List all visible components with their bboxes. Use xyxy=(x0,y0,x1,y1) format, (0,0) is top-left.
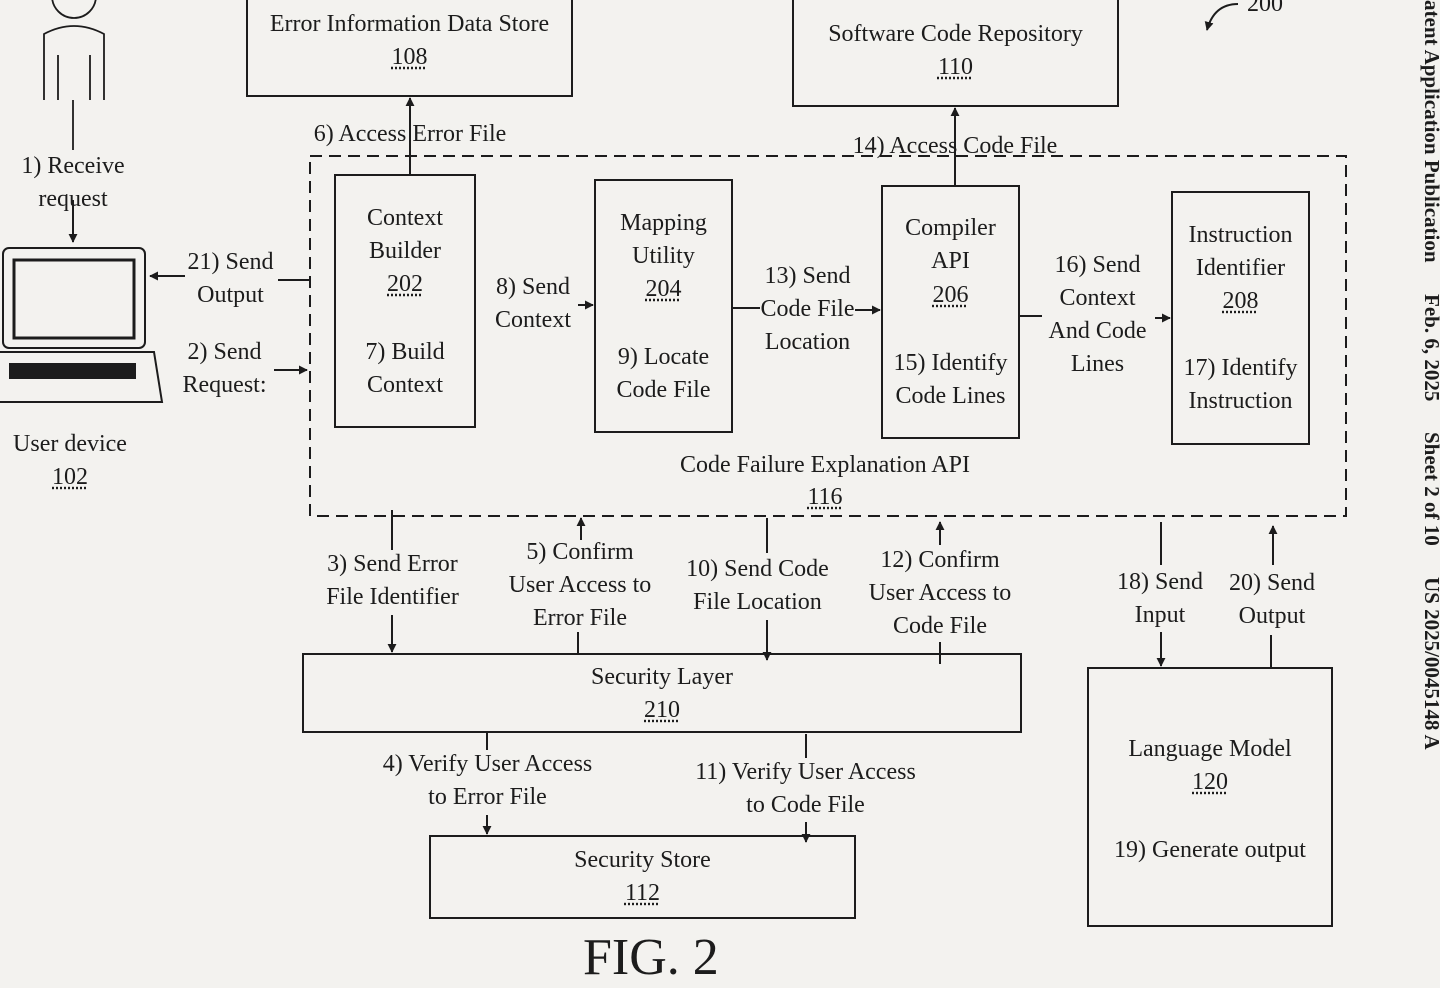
step-16-line-4: Lines xyxy=(1070,351,1125,377)
step-12-line-3: Code File xyxy=(893,613,987,639)
step-11-line-1: 11) Verify User Access xyxy=(695,759,916,785)
step-5-line-3: Error File xyxy=(533,605,627,631)
figure-ref: 200 xyxy=(1247,0,1283,17)
publication-date: Feb. 6, 2025 xyxy=(1420,293,1440,402)
step-2-line-1: 2) Send xyxy=(187,339,262,365)
compiler-api-box xyxy=(881,185,1020,439)
mapping-utility-ref: 204 xyxy=(645,276,682,302)
error-store-title: Error Information Data Store xyxy=(269,11,550,37)
step-20-line-2: Output xyxy=(1238,603,1306,629)
step-12-line-1: 12) Confirm xyxy=(880,547,1000,573)
step-3-line-2: File Identifier xyxy=(326,584,459,610)
step-16-line-1: 16) Send xyxy=(1054,252,1141,278)
language-model-box xyxy=(1087,667,1333,927)
step-21-line-2: Output xyxy=(197,282,264,308)
context-builder-title-1: Context xyxy=(367,205,443,231)
context-builder-box xyxy=(334,174,476,428)
compiler-api-title-1: Compiler xyxy=(905,215,996,241)
instruction-identifier-ref: 208 xyxy=(1222,288,1259,314)
step-13-line-1: 13) Send xyxy=(764,263,851,289)
code-repo-ref: 110 xyxy=(937,54,974,80)
step-1-line-1: 1) Receive xyxy=(21,153,125,179)
step-8-line-2: Context xyxy=(495,307,571,333)
user-device-ref: 102 xyxy=(52,464,88,490)
security-layer-title: Security Layer xyxy=(591,664,733,690)
instruction-identifier-title-2: Identifier xyxy=(1195,255,1286,281)
step-1-line-2: request xyxy=(38,186,108,212)
step-18-line-2: Input xyxy=(1134,602,1186,628)
user-device-title: User device xyxy=(13,431,127,457)
security-layer-ref: 210 xyxy=(644,697,680,723)
security-store-ref: 112 xyxy=(624,880,661,906)
step-11-line-2: to Code File xyxy=(746,792,865,818)
language-model-step: 19) Generate output xyxy=(1114,837,1306,863)
laptop-icon xyxy=(0,247,164,403)
compiler-api-title-2: API xyxy=(931,248,970,274)
api-container-box xyxy=(309,155,1347,517)
step-21-line-1: 21) Send xyxy=(187,249,274,275)
sheet-number: Sheet 2 of 10 xyxy=(1420,432,1440,547)
context-builder-ref: 202 xyxy=(387,271,423,297)
compiler-api-step-1: 15) Identify xyxy=(893,350,1008,376)
language-model-ref: 120 xyxy=(1192,769,1228,795)
compiler-api-ref: 206 xyxy=(932,282,969,308)
publication-number: US 2025/0045148 A xyxy=(1420,577,1440,751)
step-20-line-1: 20) Send xyxy=(1229,570,1315,596)
instruction-identifier-title-1: Instruction xyxy=(1188,222,1293,248)
code-repo-title: Software Code Repository xyxy=(828,21,1083,47)
compiler-api-step-2: Code Lines xyxy=(895,383,1006,409)
step-3-line-1: 3) Send Error xyxy=(327,551,458,577)
step-4-line-1: 4) Verify User Access xyxy=(382,751,593,777)
security-layer-box xyxy=(302,653,1022,733)
security-store-title: Security Store xyxy=(574,847,711,873)
code-repo-box xyxy=(792,0,1119,107)
step-16-line-3: And Code xyxy=(1048,318,1147,344)
step-16-line-2: Context xyxy=(1059,285,1136,311)
instruction-identifier-step-1: 17) Identify xyxy=(1183,355,1298,381)
step-10-line-1: 10) Send Code xyxy=(686,556,829,582)
step-13-line-2: Code File xyxy=(760,296,855,322)
mapping-utility-step-2: Code File xyxy=(616,377,711,403)
step-12-line-2: User Access to xyxy=(868,580,1012,606)
user-figure xyxy=(43,0,105,150)
step-2-line-2: Request: xyxy=(182,372,267,398)
step-5-line-2: User Access to xyxy=(508,572,652,598)
instruction-identifier-step-2: Instruction xyxy=(1188,388,1293,414)
figure-label: FIG. 2 xyxy=(583,929,719,986)
mapping-utility-box xyxy=(594,179,733,433)
step-4-line-2: to Error File xyxy=(428,784,547,810)
instruction-identifier-box xyxy=(1171,191,1310,445)
error-store-box xyxy=(246,0,573,97)
api-title: Code Failure Explanation API xyxy=(680,452,970,478)
step-14-label: 14) Access Code File xyxy=(852,133,1058,159)
context-builder-title-2: Builder xyxy=(369,238,441,264)
step-10-line-2: File Location xyxy=(693,589,822,615)
context-builder-step-1: 7) Build xyxy=(365,339,445,365)
error-store-ref: 108 xyxy=(391,44,428,70)
mapping-utility-title-2: Utility xyxy=(632,243,695,269)
step-13-line-3: Location xyxy=(764,329,851,355)
language-model-title: Language Model xyxy=(1128,736,1292,762)
mapping-utility-step-1: 9) Locate xyxy=(617,344,710,370)
security-store-box xyxy=(429,835,856,919)
step-8-line-1: 8) Send xyxy=(496,274,570,300)
mapping-utility-title-1: Mapping xyxy=(620,210,707,236)
publication-header: atent Application Publication Feb. 6, 20… xyxy=(1418,0,1440,982)
publication-label: atent Application Publication xyxy=(1420,0,1440,263)
step-18-line-1: 18) Send xyxy=(1117,569,1203,595)
api-ref: 116 xyxy=(807,484,843,510)
step-6-label: 6) Access Error File xyxy=(313,121,507,147)
context-builder-step-2: Context xyxy=(367,372,443,398)
step-5-line-1: 5) Confirm xyxy=(526,539,634,565)
